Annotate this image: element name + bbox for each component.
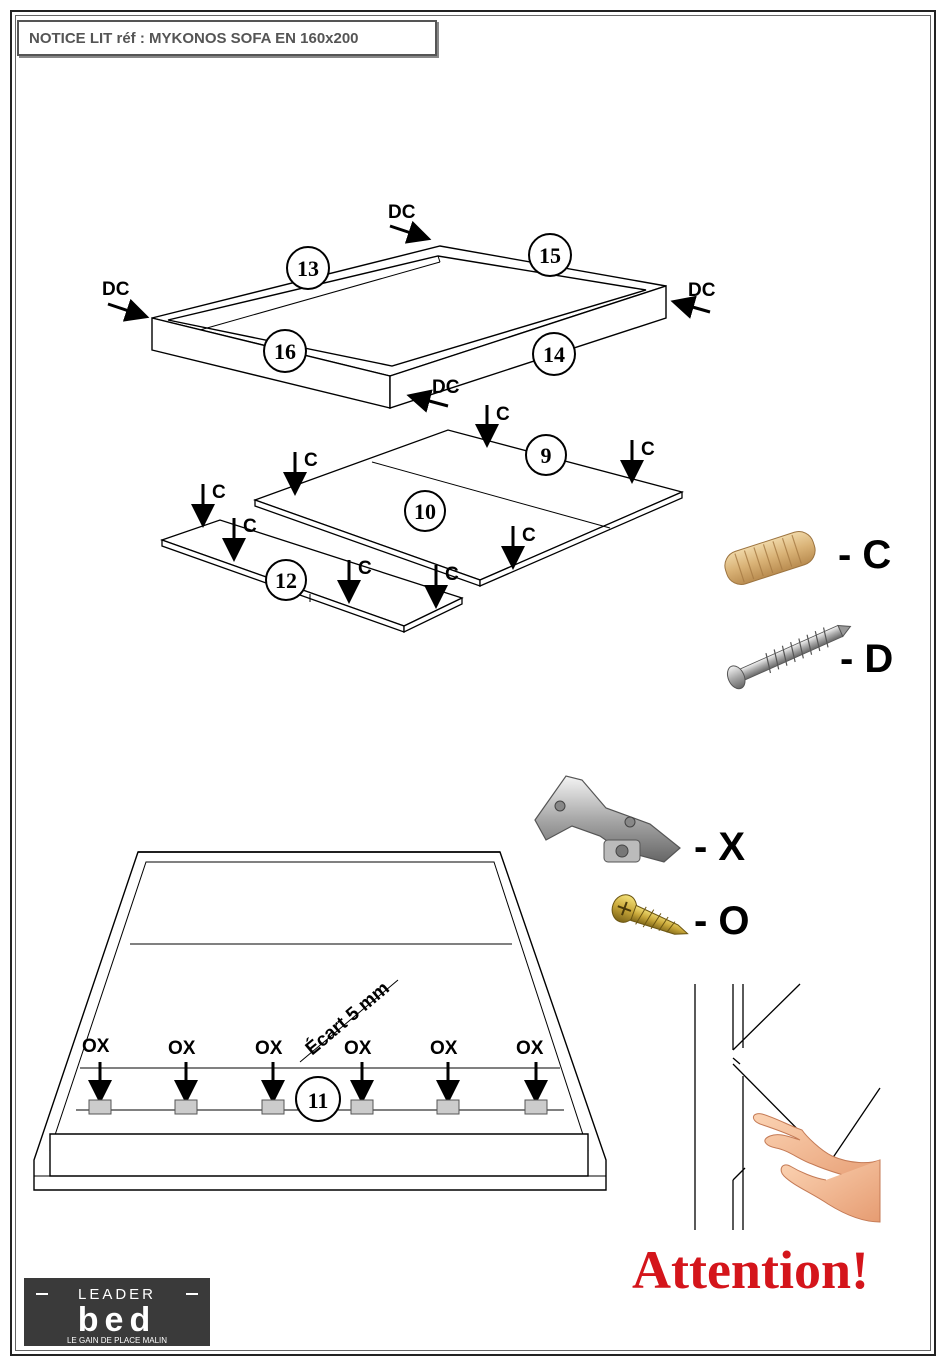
svg-text:LE GAIN DE PLACE MALIN: LE GAIN DE PLACE MALIN bbox=[67, 1336, 167, 1345]
hinge-mark-1 bbox=[89, 1100, 111, 1114]
hardware-label-c: - C bbox=[838, 533, 891, 577]
svg-text:9: 9 bbox=[541, 443, 552, 468]
svg-text:C: C bbox=[522, 525, 536, 546]
leader-bed-logo: LEADER bed LE GAIN DE PLACE MALIN bbox=[24, 1278, 210, 1346]
wooden-dowel-icon bbox=[721, 528, 819, 589]
svg-text:C: C bbox=[243, 516, 257, 537]
part-14: 14 bbox=[533, 333, 575, 375]
dc-arrow-top: DC bbox=[388, 202, 420, 236]
upper-frame bbox=[152, 246, 666, 408]
hinge-mark-6 bbox=[525, 1100, 547, 1114]
hinge-mark-3 bbox=[262, 1100, 284, 1114]
svg-text:OX: OX bbox=[255, 1038, 283, 1059]
svg-text:OX: OX bbox=[430, 1038, 458, 1059]
svg-text:C: C bbox=[212, 482, 226, 503]
cam-screw-icon bbox=[724, 615, 855, 691]
wood-screw-icon bbox=[608, 891, 693, 945]
svg-text:C: C bbox=[641, 439, 655, 460]
bed-box bbox=[34, 852, 606, 1190]
dc-arrow-right: DC bbox=[682, 280, 716, 312]
hardware-label-o: - O bbox=[694, 899, 750, 943]
hinge-mark-4 bbox=[351, 1100, 373, 1114]
hinge-icon bbox=[535, 776, 680, 862]
svg-text:bed: bed bbox=[78, 1301, 156, 1339]
svg-text:16: 16 bbox=[274, 339, 296, 364]
svg-text:14: 14 bbox=[543, 342, 565, 367]
svg-text:OX: OX bbox=[82, 1036, 110, 1057]
part-12: 12 bbox=[266, 560, 306, 600]
attention-warning: Attention! bbox=[632, 1240, 869, 1300]
svg-text:DC: DC bbox=[688, 280, 716, 301]
part-13: 13 bbox=[287, 247, 329, 289]
svg-text:15: 15 bbox=[539, 243, 561, 268]
svg-text:OX: OX bbox=[168, 1038, 196, 1059]
svg-text:OX: OX bbox=[516, 1038, 544, 1059]
hardware-label-d: - D bbox=[840, 637, 893, 681]
hardware-label-x: - X bbox=[694, 825, 745, 869]
svg-text:OX: OX bbox=[344, 1038, 372, 1059]
part-16: 16 bbox=[264, 330, 306, 372]
hinge-mark-2 bbox=[175, 1100, 197, 1114]
part-11: 11 bbox=[296, 1077, 340, 1121]
hinge-mark-5 bbox=[437, 1100, 459, 1114]
svg-text:10: 10 bbox=[414, 499, 436, 524]
svg-text:DC: DC bbox=[388, 202, 416, 223]
svg-text:C: C bbox=[304, 450, 318, 471]
pinch-hand-icon bbox=[753, 1114, 880, 1222]
svg-text:12: 12 bbox=[275, 568, 297, 593]
svg-text:DC: DC bbox=[102, 279, 130, 300]
svg-text:C: C bbox=[358, 558, 372, 579]
part-9: 9 bbox=[526, 435, 566, 475]
svg-text:DC: DC bbox=[432, 377, 460, 398]
svg-text:13: 13 bbox=[297, 256, 319, 281]
svg-text:C: C bbox=[496, 404, 510, 425]
svg-text:11: 11 bbox=[308, 1088, 329, 1113]
dc-arrow-left: DC bbox=[102, 279, 138, 314]
part-10: 10 bbox=[405, 491, 445, 531]
part-15: 15 bbox=[529, 234, 571, 276]
svg-text:C: C bbox=[445, 564, 459, 585]
